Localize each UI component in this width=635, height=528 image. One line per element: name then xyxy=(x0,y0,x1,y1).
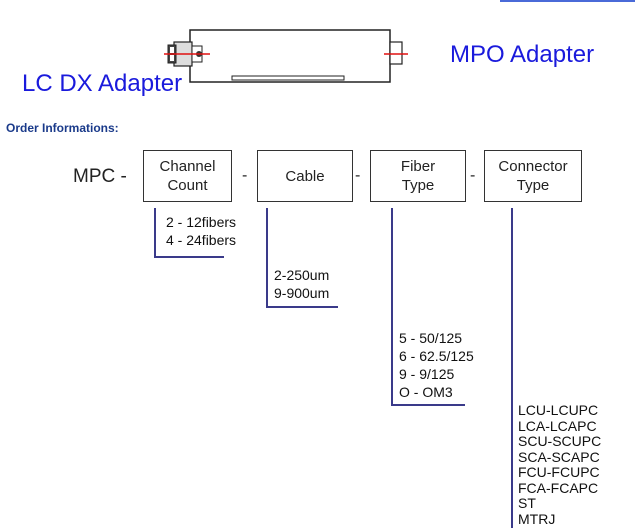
channel-option: 2 - 12fibers xyxy=(166,214,237,230)
connector-option: FCU-FCUPC xyxy=(518,464,600,480)
fiber-type-label-1: Fiber xyxy=(400,158,436,175)
top-edge-line xyxy=(500,0,635,2)
channel-leader-vertical xyxy=(154,208,156,258)
fiber-leader-vertical xyxy=(391,208,393,406)
cable-leader-horizontal xyxy=(266,306,338,308)
adapter-cassette-drawing xyxy=(164,29,408,83)
connector-option: SCA-SCAPC xyxy=(518,448,600,465)
cassette-slot xyxy=(231,75,345,81)
fiber-type-label-2: Type xyxy=(401,177,435,194)
channel-options-list: 2 - 12fibers 4 - 24fibers xyxy=(166,213,236,249)
cable-label: Cable xyxy=(285,167,325,185)
fiber-option: 5 - 50/125 xyxy=(399,330,463,346)
fiber-option: O - OM3 xyxy=(399,384,453,400)
connector-type-label-2: Type xyxy=(516,177,550,194)
cable-box: Cable xyxy=(257,150,353,202)
fiber-leader-horizontal xyxy=(391,404,465,406)
channel-option: 4 - 24fibers xyxy=(166,232,237,248)
cable-option: 9-900um xyxy=(274,285,330,301)
connector-type-label-1: Connector xyxy=(498,158,568,175)
connector-option: LCA-LCAPC xyxy=(518,417,597,434)
fiber-option: 6 - 62.5/125 xyxy=(399,348,474,364)
channel-count-box: Channel Count xyxy=(143,150,232,202)
mpo-adapter-label: MPO Adapter xyxy=(450,41,595,68)
channel-leader-horizontal xyxy=(154,256,224,258)
cable-options-list: 2-250um 9-900um xyxy=(274,266,329,302)
cable-option: 2-250um xyxy=(274,267,330,283)
mpc-prefix: MPC - xyxy=(73,166,127,187)
fiber-option: 9 - 9/125 xyxy=(399,366,455,382)
mpo-adapter-icon xyxy=(384,41,408,65)
cable-leader-vertical xyxy=(266,208,268,308)
fiber-type-box: Fiber Type xyxy=(370,150,466,202)
connector-option: LCU-LCUPC xyxy=(518,402,599,418)
channel-count-label-1: Channel xyxy=(159,158,216,175)
lc-adapter-icon xyxy=(164,41,210,67)
connector-option: FCA-FCAPC xyxy=(518,479,599,496)
channel-count-label-2: Count xyxy=(167,177,208,194)
connector-leader-vertical xyxy=(511,208,513,528)
connector-option: MTRJ xyxy=(518,510,556,527)
separator-3: - xyxy=(470,167,476,184)
fiber-options-list: 5 - 50/125 6 - 62.5/125 9 - 9/125 O - OM… xyxy=(399,329,474,401)
cassette-body xyxy=(189,29,391,83)
separator-1: - xyxy=(242,167,248,184)
lc-dx-adapter-label: LC DX Adapter xyxy=(22,70,183,97)
separator-2: - xyxy=(355,167,361,184)
connector-option: SCU-SCUPC xyxy=(518,433,602,449)
connector-options-list: LCU-LCUPC LCA-LCAPC SCU-SCUPC SCA-SCAPC … xyxy=(518,402,602,527)
order-info-heading: Order Informations: xyxy=(6,121,119,135)
connector-option: ST xyxy=(518,495,536,511)
connector-type-box: Connector Type xyxy=(484,150,582,202)
